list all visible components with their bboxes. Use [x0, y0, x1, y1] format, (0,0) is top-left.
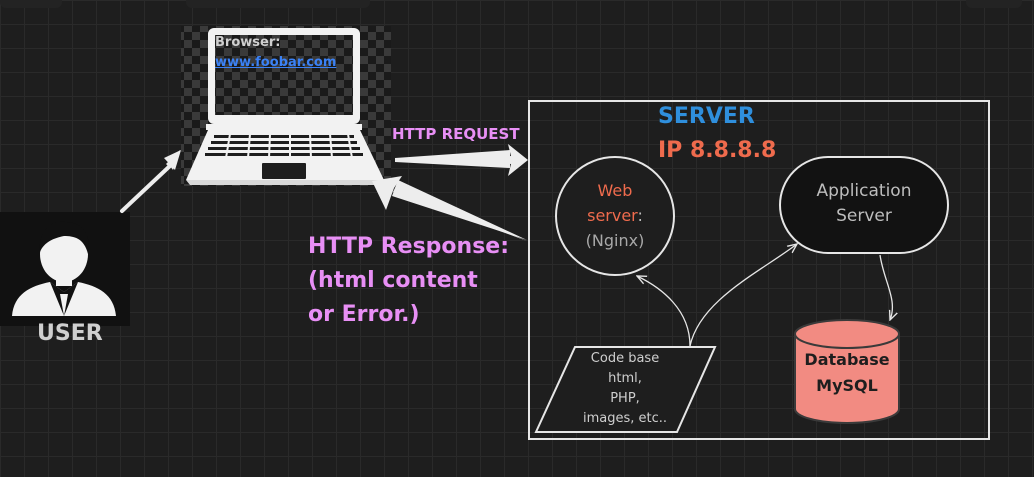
- browser-url-link[interactable]: www.foobar.com: [215, 55, 337, 70]
- server-ip: IP 8.8.8.8: [658, 138, 777, 163]
- user-label: USER: [37, 321, 103, 346]
- codebase-to-webserver-connector: [637, 276, 691, 347]
- http-response-label: HTTP Response: (html content or Error.): [308, 230, 509, 332]
- web-server-line1: Web: [597, 181, 633, 200]
- toolbar-stub-right: [966, 0, 1022, 8]
- http-request-arrow: [395, 144, 528, 176]
- database-line1: Database: [804, 350, 890, 369]
- database-text: Database MySQL: [795, 347, 899, 399]
- http-response-line2: (html content: [308, 268, 478, 293]
- codebase-line3: PHP,: [610, 391, 640, 406]
- codebase-node: [534, 346, 717, 433]
- http-response-arrow: [372, 176, 527, 241]
- server-title: SERVER: [658, 104, 755, 129]
- codebase-line2: html,: [608, 371, 642, 386]
- toolbar-stub-center: [186, 0, 370, 8]
- web-server-line3: (Nginx): [585, 231, 645, 250]
- http-response-line3: or Error.): [308, 302, 420, 327]
- app-server-line2: Server: [836, 206, 892, 226]
- app-server-line1: Application: [816, 181, 912, 201]
- codebase-to-appserver-connector: [689, 244, 797, 347]
- user-silhouette-icon: [0, 212, 130, 326]
- database-line2: MySQL: [816, 376, 878, 395]
- web-server-text: Web server: (Nginx): [556, 178, 674, 253]
- web-server-node: [555, 156, 675, 276]
- browser-label: Browser:: [215, 35, 281, 50]
- codebase-line4: images, etc..: [582, 411, 668, 426]
- laptop-icon: [181, 26, 391, 186]
- http-response-line1: HTTP Response:: [308, 234, 510, 259]
- app-server-node: [779, 156, 949, 254]
- server-box: [528, 100, 990, 440]
- codebase-text: Code base html, PHP, images, etc..: [565, 349, 685, 429]
- appserver-to-database-connector: [879, 254, 892, 320]
- toolbar-stub-left: [0, 0, 62, 8]
- web-server-line2: server: [587, 206, 638, 225]
- database-node: [794, 319, 900, 424]
- app-server-text: Application Server: [780, 179, 948, 229]
- http-request-label: HTTP REQUEST: [392, 125, 520, 143]
- web-server-colon: :: [637, 206, 643, 225]
- codebase-line1: Code base: [590, 351, 660, 366]
